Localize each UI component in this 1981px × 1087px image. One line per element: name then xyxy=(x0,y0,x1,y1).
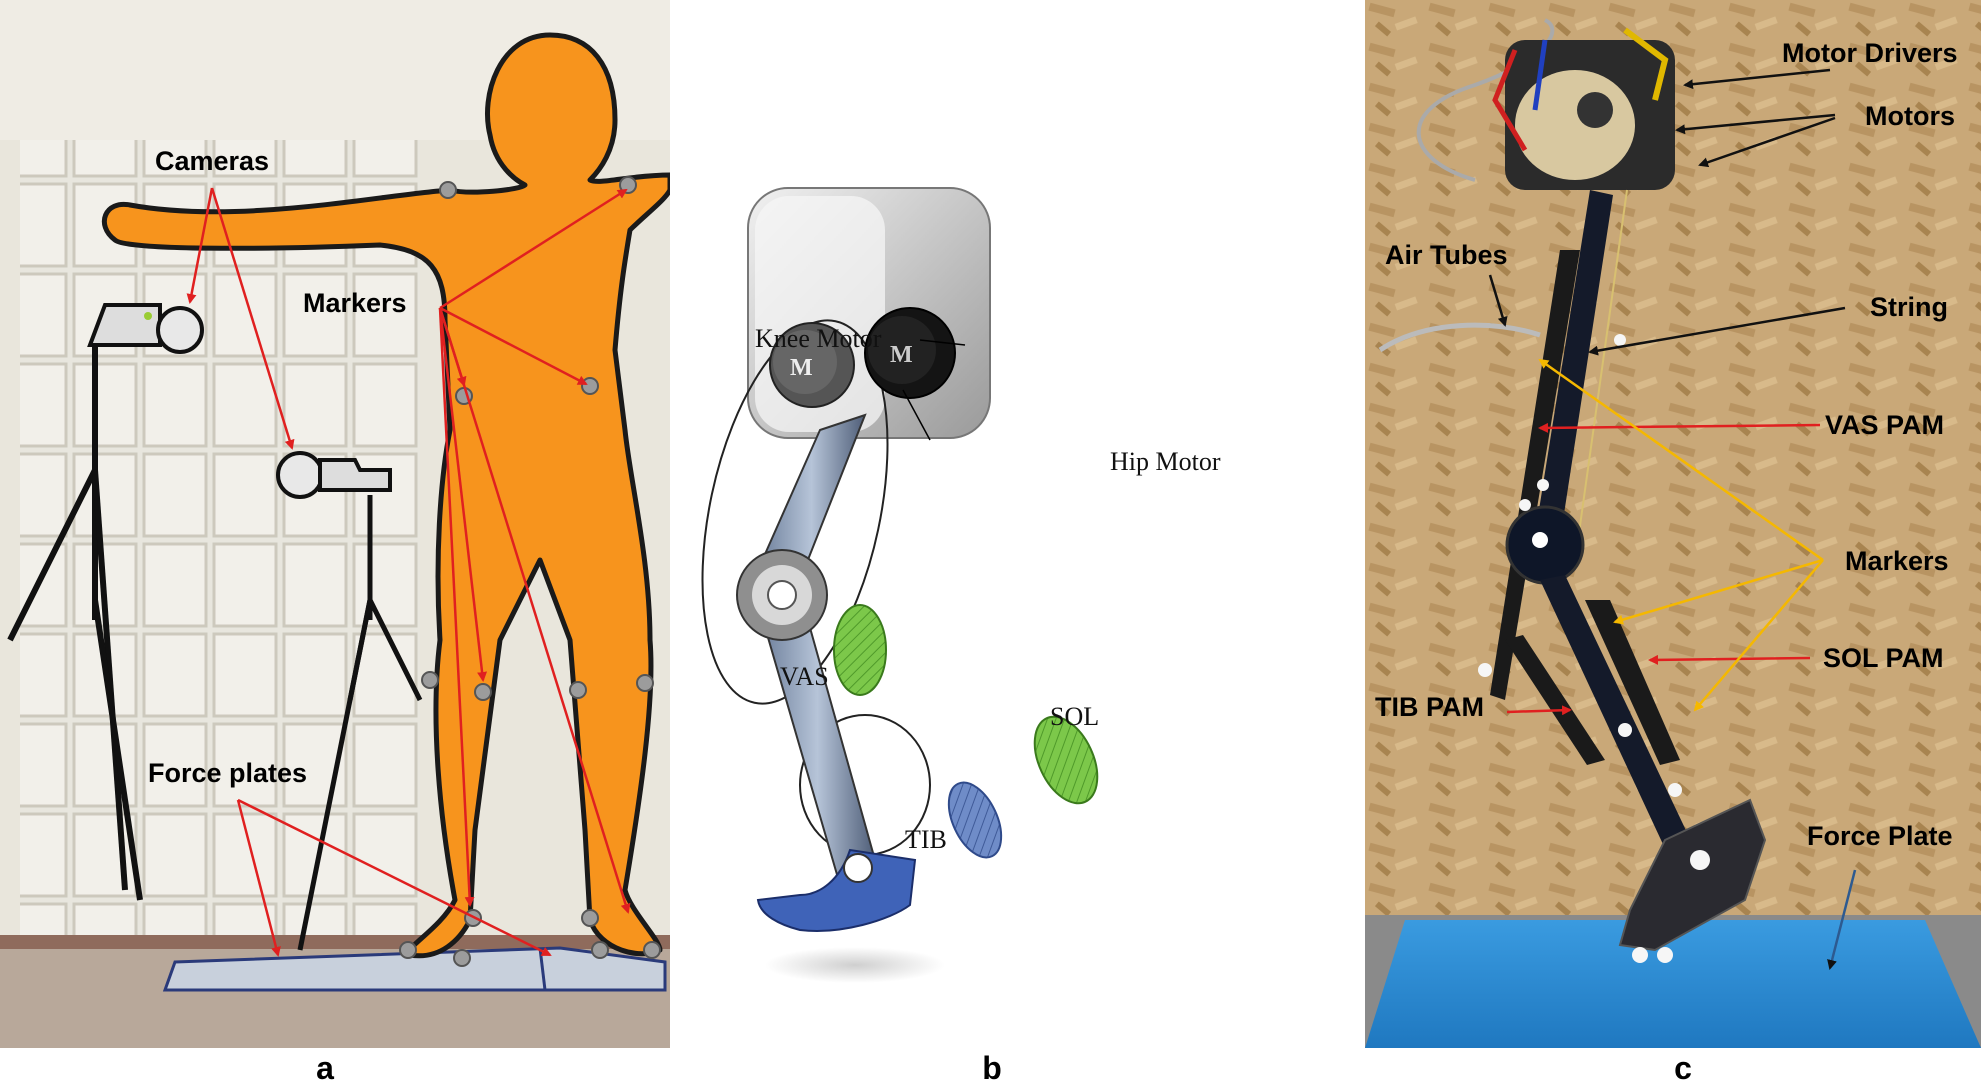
panel-c-letter: c xyxy=(1674,1050,1692,1086)
knee-motor-leader xyxy=(919,339,966,346)
tripod-right xyxy=(297,495,423,951)
hip-motor-label: Hip Motor xyxy=(1110,447,1221,476)
force-plate xyxy=(1365,920,1981,1048)
markers-label: Markers xyxy=(303,288,407,318)
tib-pam-label: TIB PAM xyxy=(1375,692,1484,722)
panel-a-motion-capture: Cameras Markers Force plates xyxy=(0,0,670,1048)
panel-c-robot-photo: Motor Drivers Motors Air Tubes String VA… xyxy=(1365,0,1981,1048)
human-figure xyxy=(101,32,670,959)
hip-motor: M xyxy=(864,307,956,399)
string-label: String xyxy=(1870,292,1948,322)
camera-right xyxy=(276,451,392,499)
red-arrows xyxy=(1506,422,1821,716)
knee-motor-symbol: M xyxy=(790,355,813,381)
sol-pam-label: SOL PAM xyxy=(1823,643,1944,673)
vas-muscle xyxy=(833,604,887,696)
tib-muscle xyxy=(947,781,1003,859)
force-plate-label: Force Plate xyxy=(1807,821,1953,851)
panel-c-illustration: Motor Drivers Motors Air Tubes String VA… xyxy=(1365,0,1981,1048)
yellow-arrows xyxy=(1538,358,1824,712)
panel-a-letter: a xyxy=(316,1050,334,1086)
hip-motor-leader xyxy=(902,389,931,441)
vas-label: VAS xyxy=(780,662,829,691)
air-tubes-label: Air Tubes xyxy=(1385,240,1508,270)
panel-b-robot-schematic: M M Knee Motor Hip Motor VAS SOL xyxy=(700,0,1320,1048)
panel-a-illustration: Cameras Markers Force plates xyxy=(0,0,670,1048)
tripod-left xyxy=(7,340,143,901)
air-tube xyxy=(1378,322,1541,353)
cameras-label: Cameras xyxy=(155,146,269,176)
motor-drivers-label: Motor Drivers xyxy=(1782,38,1958,68)
markers-label: Markers xyxy=(1845,546,1949,576)
window xyxy=(20,140,420,940)
force-plates-label: Force plates xyxy=(148,758,307,788)
motors-label: Motors xyxy=(1865,101,1955,131)
knee-motor-label: Knee Motor xyxy=(755,324,882,353)
panel-b-illustration: M M Knee Motor Hip Motor VAS SOL xyxy=(701,187,1221,983)
body-markers xyxy=(399,176,661,967)
tib-label: TIB xyxy=(905,825,947,854)
hip-motor-symbol: M xyxy=(890,342,913,368)
knee-motor: M xyxy=(769,322,855,408)
knee-joint xyxy=(736,549,828,641)
black-arrows xyxy=(1488,68,1857,970)
foot xyxy=(756,848,945,983)
camera-left xyxy=(87,303,204,354)
vas-pam-label: VAS PAM xyxy=(1825,410,1944,440)
markers-arrows xyxy=(438,188,631,914)
sol-label: SOL xyxy=(1050,702,1099,731)
cameras-arrows xyxy=(186,187,295,450)
robot-leg xyxy=(1478,27,1767,963)
panel-b-letter: b xyxy=(982,1050,1002,1086)
force-plates-arrows xyxy=(236,798,552,957)
